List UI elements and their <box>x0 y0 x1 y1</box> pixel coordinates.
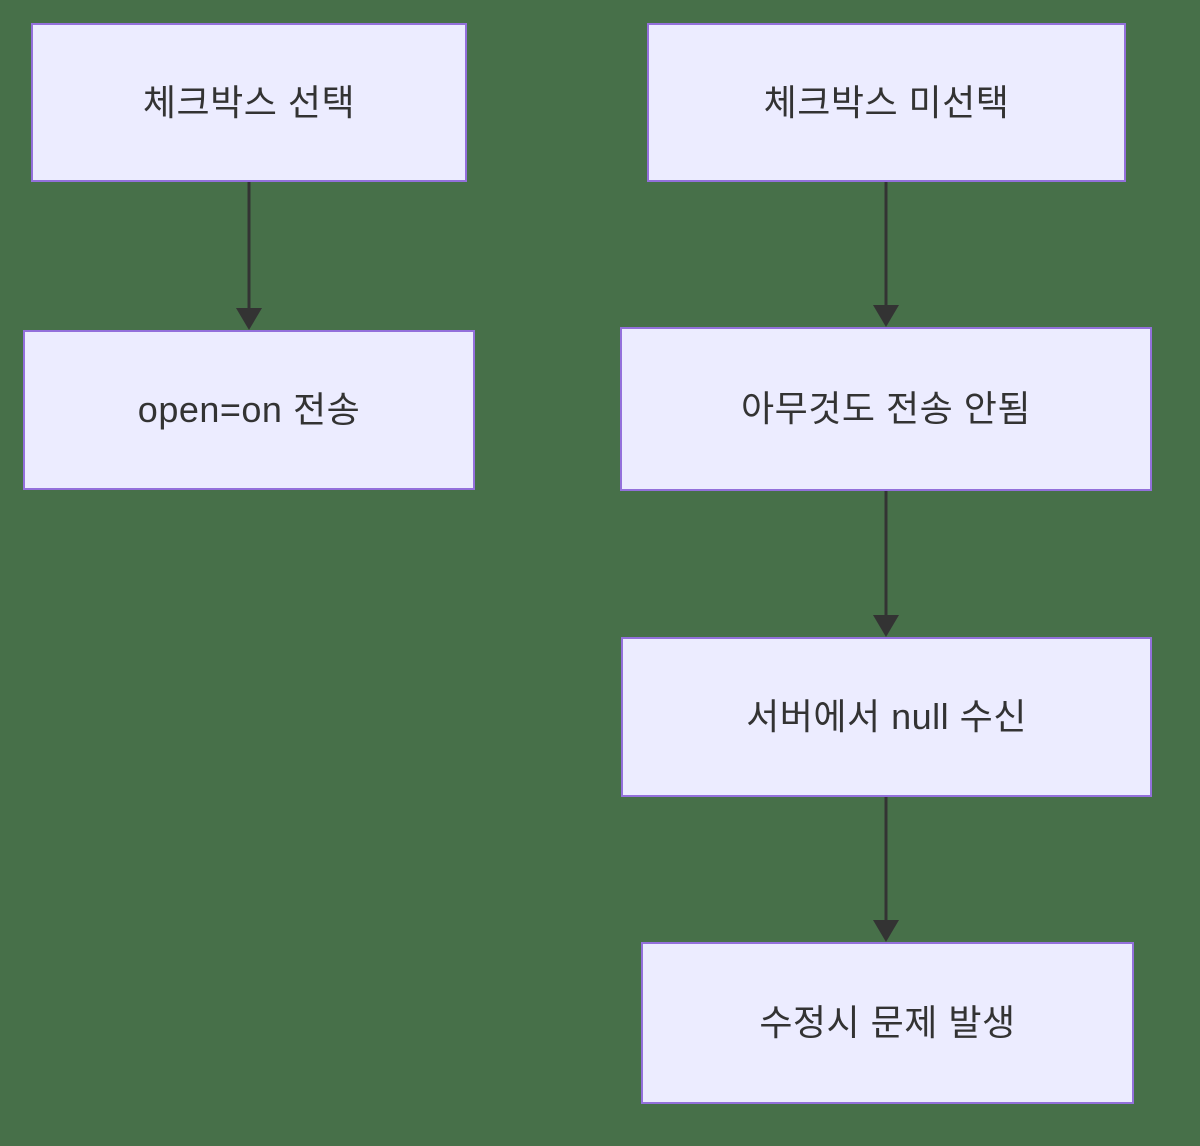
flow-node-label: open=on 전송 <box>137 389 361 431</box>
flow-node-label: 서버에서 null 수신 <box>746 696 1027 738</box>
edge-arrow-checked-to-sent <box>234 182 264 330</box>
edge-arrow-unchecked-to-nothing <box>871 182 901 327</box>
arrowhead-down-icon <box>873 920 899 942</box>
edge-arrow-nothing-to-null <box>871 491 901 637</box>
flow-node-open-on-sent: open=on 전송 <box>23 330 475 490</box>
flow-node-checkbox-checked: 체크박스 선택 <box>31 23 467 182</box>
arrow-shaft <box>884 182 888 309</box>
edge-arrow-null-to-problem <box>871 797 901 942</box>
arrow-shaft <box>247 182 251 312</box>
flow-node-nothing-sent: 아무것도 전송 안됨 <box>620 327 1152 491</box>
arrow-shaft <box>884 491 888 619</box>
arrowhead-down-icon <box>236 308 262 330</box>
arrowhead-down-icon <box>873 305 899 327</box>
flow-node-label: 체크박스 선택 <box>142 81 356 123</box>
arrowhead-down-icon <box>873 615 899 637</box>
flow-node-label: 체크박스 미선택 <box>763 81 1010 123</box>
flow-node-label: 수정시 문제 발생 <box>759 1002 1016 1044</box>
arrow-shaft <box>884 797 888 924</box>
flow-node-label: 아무것도 전송 안됨 <box>741 388 1031 430</box>
flow-node-checkbox-unchecked: 체크박스 미선택 <box>647 23 1126 182</box>
flow-node-edit-problem: 수정시 문제 발생 <box>641 942 1134 1104</box>
flow-node-server-null: 서버에서 null 수신 <box>621 637 1152 797</box>
